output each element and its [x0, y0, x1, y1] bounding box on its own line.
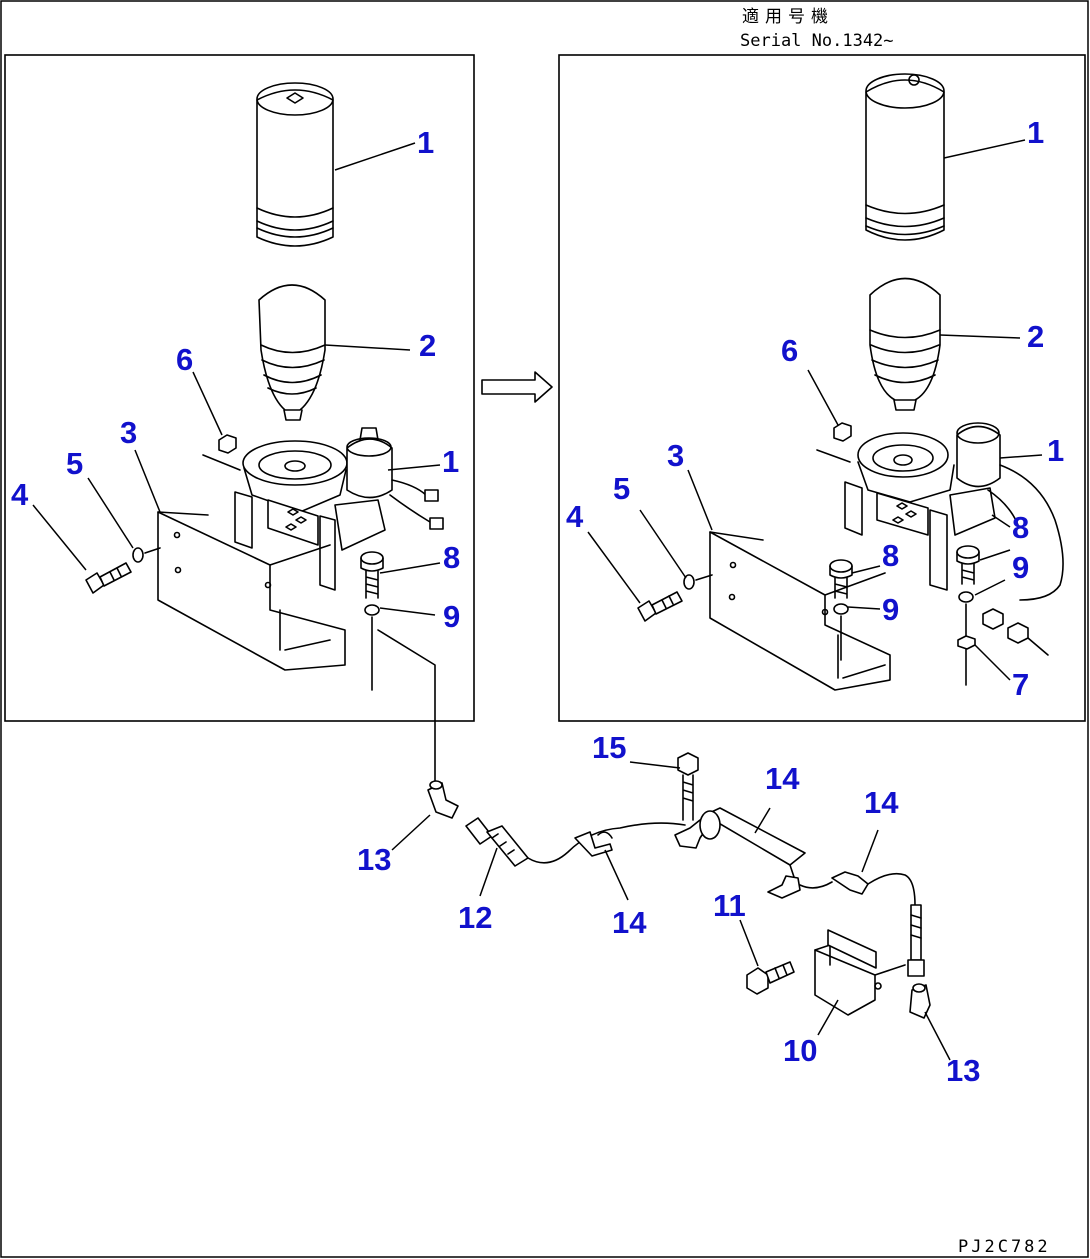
transition-arrow-icon: [481, 371, 553, 403]
callout-right-7: 7: [1012, 667, 1029, 702]
callout-right-2: 2: [1027, 319, 1044, 354]
elbow-fitting-upper: [427, 780, 459, 819]
right-panel-frame: [558, 54, 1086, 722]
bolt-11: [746, 961, 795, 995]
callout-left-4: 4: [11, 477, 29, 512]
callout-15: 15: [592, 730, 626, 765]
right-filter-element: [869, 277, 941, 411]
left-filter-element: [258, 284, 326, 421]
callout-left-5: 5: [66, 446, 83, 481]
callout-right-5: 5: [613, 471, 630, 506]
hose-fitting-12: [465, 817, 529, 867]
right-nut: [816, 422, 852, 463]
callout-right-1-case: 1: [1027, 115, 1044, 150]
hose-line: [527, 822, 686, 864]
applicable-label: 適用号機: [742, 7, 834, 27]
right-solenoid: [956, 422, 1064, 656]
left-panel-frame: [4, 54, 475, 722]
callout-right-9-lower: 9: [882, 592, 899, 627]
elbow-fitting-lower: [909, 983, 931, 1019]
callout-right-3: 3: [667, 438, 684, 473]
callout-right-8-lower: 8: [882, 538, 899, 573]
callout-13-lower: 13: [946, 1053, 980, 1088]
right-bracket: [709, 531, 891, 691]
callout-right-4: 4: [566, 499, 584, 534]
callout-left-6: 6: [176, 342, 193, 377]
left-bolt-8: [360, 551, 384, 599]
callout-left-3: 3: [120, 415, 137, 450]
left-washer-9: [364, 604, 436, 786]
callout-left-9: 9: [443, 599, 460, 634]
callout-left-2: 2: [419, 328, 436, 363]
left-nut: [202, 434, 241, 471]
right-washer: [683, 574, 713, 590]
callout-left-1-case: 1: [417, 125, 434, 160]
callout-right-6: 6: [781, 333, 798, 368]
left-filter-case: [256, 82, 334, 247]
hose-fitting-right: [907, 904, 925, 977]
left-washer: [132, 547, 161, 563]
left-bolt: [85, 562, 132, 594]
serial-number: Serial No.1342~: [740, 31, 894, 51]
right-bolt: [637, 591, 683, 622]
callout-left-1-solenoid: 1: [442, 444, 459, 479]
right-bolt-8-left: [829, 559, 853, 599]
sleeve-14: [699, 807, 806, 881]
callout-11: 11: [713, 888, 746, 923]
block-10: [814, 929, 906, 1016]
left-bracket: [157, 511, 346, 671]
callout-14-sleeve: 14: [765, 761, 800, 796]
bolt-15: [677, 752, 699, 821]
callout-10: 10: [783, 1033, 817, 1068]
right-filter-head: [844, 432, 996, 591]
right-bolt-8-right: [956, 545, 980, 585]
callout-14-right: 14: [864, 785, 899, 820]
callout-right-9-upper: 9: [1012, 550, 1029, 585]
left-solenoid: [346, 427, 444, 530]
right-nut-7: [957, 635, 976, 650]
callout-left-8: 8: [443, 540, 460, 575]
clip-lower-left: [767, 875, 801, 899]
right-washer-9-left: [833, 603, 849, 661]
callout-12: 12: [458, 900, 492, 935]
callout-14-left: 14: [612, 905, 647, 940]
callout-13-upper: 13: [357, 842, 391, 877]
drawing-code: PJ2C782: [958, 1237, 1051, 1257]
clip-left: [574, 831, 613, 857]
left-filter-head: [234, 440, 386, 591]
right-filter-case: [865, 73, 945, 241]
callout-right-1-solenoid: 1: [1047, 433, 1064, 468]
clip-lower-right: [799, 871, 916, 906]
callout-right-8-upper: 8: [1012, 510, 1029, 545]
